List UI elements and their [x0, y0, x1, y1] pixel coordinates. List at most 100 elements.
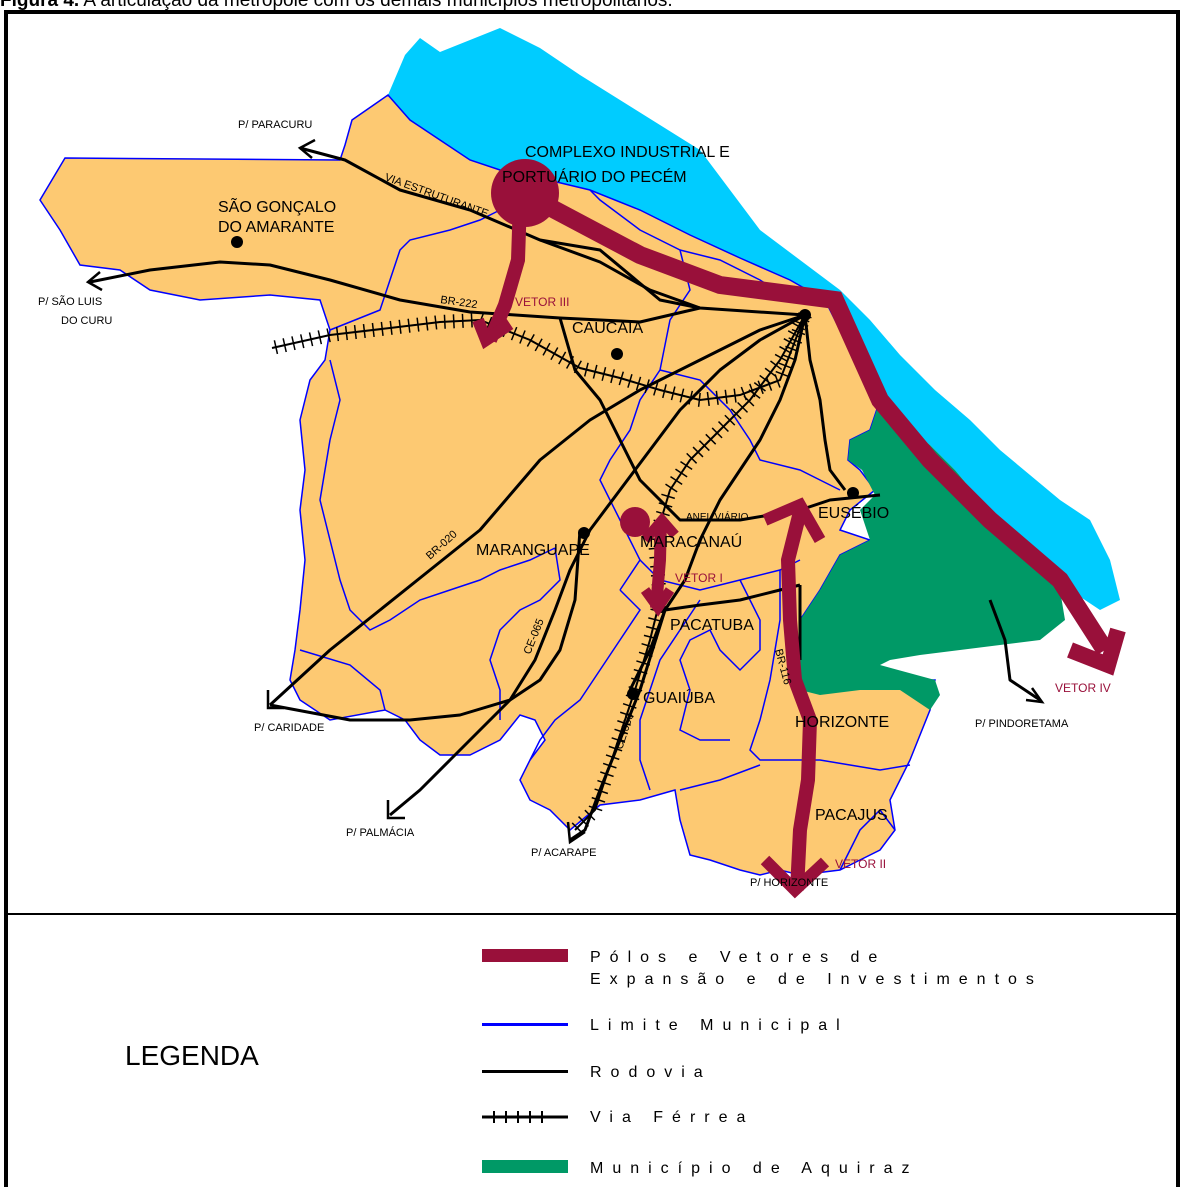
railway-tie	[633, 668, 648, 675]
caption-prefix: Figura 4.	[0, 0, 80, 11]
railway-tie	[658, 502, 673, 508]
railway-tie	[648, 617, 663, 623]
legend-label-aquiraz: Município de Aquiraz	[590, 1160, 919, 1177]
railway-tie	[748, 389, 761, 399]
legend-item-aquiraz: Município de Aquiraz	[482, 1158, 919, 1180]
legend-item-vectors: Pólos e Vetores de Expansão e de Investi…	[482, 947, 1043, 991]
railway-tie	[697, 392, 701, 407]
figure-frame	[4, 10, 1180, 1187]
label-to-sao-luis-2: DO CURU	[61, 315, 112, 327]
railway-tie	[717, 421, 729, 433]
legend-label-vectors: Pólos e Vetores de Expansão e de Investi…	[590, 949, 1043, 988]
label-eusebio: EUSÉBIO	[818, 503, 889, 522]
label-pacatuba: PACATUBA	[670, 617, 754, 634]
railway-tie	[622, 702, 637, 709]
legend-label-road: Rodovia	[590, 1064, 712, 1081]
railway-tie	[617, 720, 631, 726]
railway-tie	[779, 345, 793, 355]
railway-tie	[588, 805, 603, 812]
railway-tie	[711, 427, 723, 439]
legend-label-rail: Via Férrea	[590, 1109, 755, 1126]
legend-item-rail: Via Férrea	[482, 1107, 754, 1129]
railway-tie	[605, 754, 620, 761]
railway-tie	[705, 433, 717, 445]
railway-tie	[778, 362, 793, 369]
railway-tie	[407, 318, 411, 333]
label-to-pindoretama: P/ PINDORETAMA	[975, 718, 1069, 730]
label-to-palmacia: P/ PALMÁCIA	[346, 826, 415, 839]
railway-tie	[653, 381, 659, 396]
railway-tie	[558, 351, 567, 365]
label-to-paracuru: P/ PARACURU	[238, 119, 312, 131]
railway-tie	[353, 324, 357, 340]
railway-tie	[542, 342, 551, 356]
railway-tie	[591, 796, 606, 803]
legend-swatch-rail	[482, 1107, 568, 1127]
label-maranguape: MARANGUAPE	[476, 542, 590, 559]
railway-tie	[344, 326, 349, 341]
railway-tie	[534, 338, 543, 352]
railway-tie	[645, 625, 660, 631]
railway-tie	[461, 313, 464, 328]
railway-tie	[781, 354, 796, 361]
railway-tie	[611, 737, 626, 743]
railway-tie	[380, 321, 384, 336]
railway-tie	[326, 328, 331, 343]
railway-tie	[765, 377, 773, 391]
railway-tie	[519, 330, 526, 344]
railway-tie	[291, 336, 296, 351]
label-anel-viario: ANEL VIÁRIO	[686, 510, 749, 523]
railway-tie	[308, 332, 314, 347]
caption-text: A articulação da metrópole com os demais…	[79, 0, 673, 11]
figure-caption: Figura 4. A articulação da metrópole com…	[0, 0, 673, 12]
label-sao-goncalo-2: DO AMARANTE	[218, 219, 334, 236]
town-markers	[231, 236, 859, 700]
place-labels: SÃO GONÇALO DO AMARANTE CAUCAIA MARANGUA…	[218, 144, 889, 824]
destination-labels: P/ PARACURU P/ SÃO LUIS DO CURU P/ CARID…	[38, 119, 1069, 889]
railway-tie	[398, 319, 402, 334]
sea-area	[388, 28, 1120, 610]
railway-tie	[787, 330, 801, 339]
railway-tie	[571, 822, 583, 834]
railway-tie	[565, 355, 575, 369]
railway-tie	[602, 762, 617, 769]
railway-tie	[743, 395, 755, 407]
railway-tie	[670, 386, 676, 401]
railway-tie	[584, 809, 596, 821]
vector-labels: VETOR I VETOR II VETOR III VETOR IV	[515, 295, 1111, 871]
railway-tie	[594, 788, 609, 795]
railway-tie	[627, 374, 633, 388]
label-pecem-1: COMPLEXO INDUSTRIAL E	[525, 144, 730, 161]
railway-tie	[753, 382, 766, 392]
railway-tie	[425, 316, 429, 331]
label-guaiuba: GUAIÚBA	[643, 688, 715, 707]
railway-tie	[526, 333, 535, 347]
label-to-caridade: P/ CARIDADE	[254, 722, 324, 734]
railway-tie	[618, 371, 625, 386]
legend-swatch-aquiraz	[482, 1158, 568, 1178]
railway-tie	[600, 771, 614, 778]
railway-tie	[636, 660, 651, 666]
legend-item-boundary: Limite Municipal	[482, 1015, 849, 1037]
railway-tie	[724, 414, 736, 426]
railway-tie	[335, 327, 340, 342]
railway-tie	[550, 347, 559, 361]
railway-tie	[733, 388, 737, 403]
railway-tie	[608, 745, 623, 752]
railway-tie	[730, 408, 742, 420]
railway-tie	[362, 323, 366, 339]
railway-tie	[706, 391, 710, 407]
railway-tie	[452, 314, 455, 329]
railway-tie	[774, 353, 788, 362]
railway-tie	[759, 374, 772, 385]
expansion-vectors	[472, 182, 1126, 899]
railway-tie	[641, 642, 656, 649]
railway-tie	[416, 317, 420, 332]
railway-tie	[389, 320, 393, 335]
railway-tie	[792, 322, 806, 331]
railway-tie	[578, 816, 589, 827]
railway-tie	[715, 390, 719, 405]
railway-tie	[597, 779, 611, 786]
legend-label-boundary: Limite Municipal	[590, 1017, 849, 1034]
railway-tie	[644, 379, 650, 394]
